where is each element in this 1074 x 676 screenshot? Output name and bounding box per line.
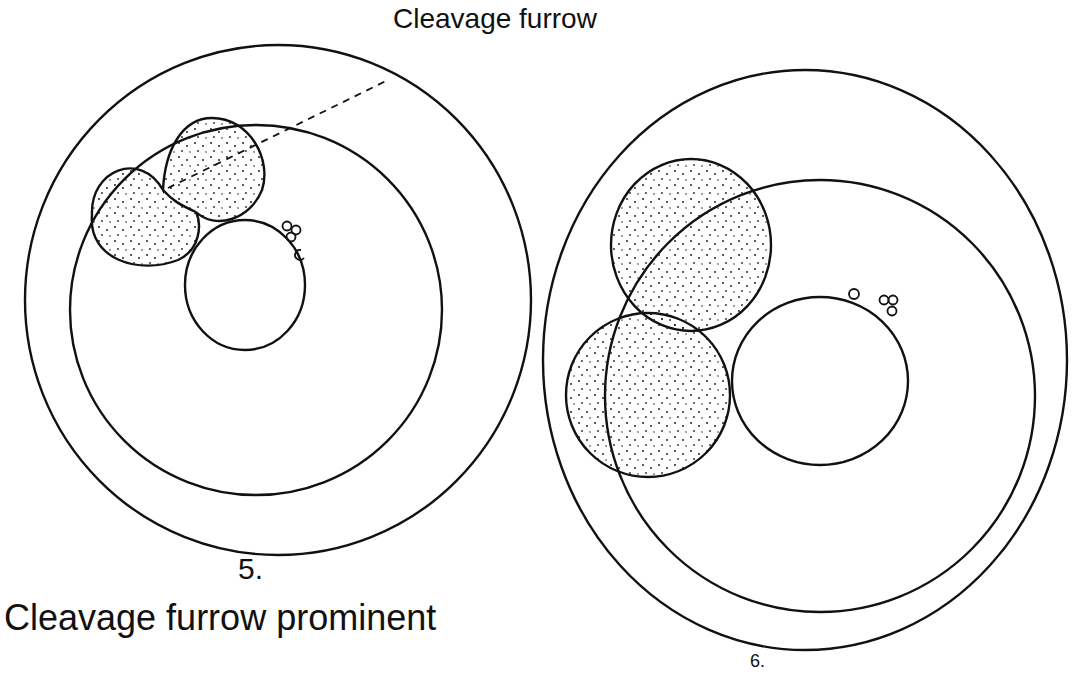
outer-membrane xyxy=(543,70,1067,650)
clear-cell xyxy=(732,297,908,465)
blastomere xyxy=(611,159,771,331)
outer-membrane xyxy=(25,45,531,555)
figure-number: 5. xyxy=(238,552,263,585)
figure-number: 6. xyxy=(750,652,765,672)
dividing-cell xyxy=(92,118,265,266)
figure-note: Cleavage furrow prominent xyxy=(4,598,436,638)
clear-cell xyxy=(185,220,305,350)
callout-label: Cleavage furrow xyxy=(393,4,597,35)
leader-line xyxy=(168,80,388,188)
furrow-line xyxy=(163,190,196,212)
blastomere xyxy=(566,313,730,477)
